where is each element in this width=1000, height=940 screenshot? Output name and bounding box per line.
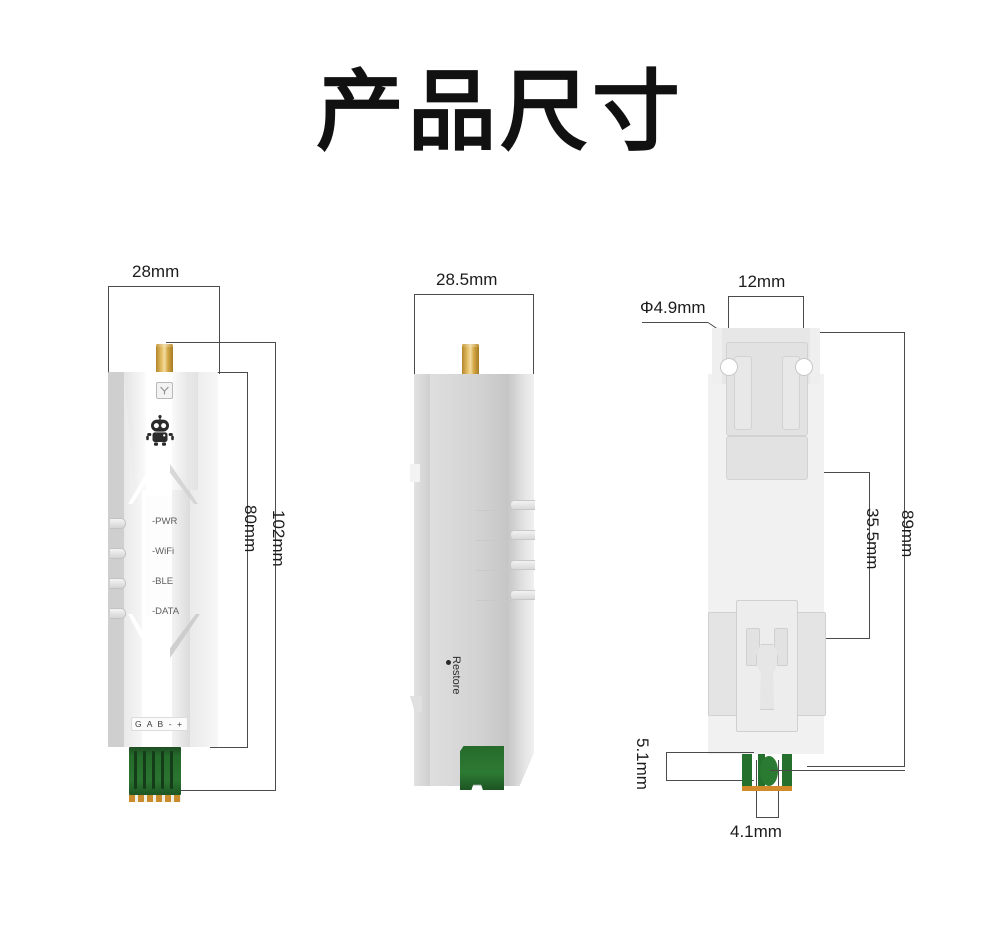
led-label-ble: -BLE — [152, 576, 174, 587]
dim-80mm-label: 80mm — [241, 505, 260, 553]
din-rail-notch-bottom — [410, 696, 422, 712]
led-fin-line — [476, 600, 512, 601]
led-label-wifi: -WiFi — [152, 546, 175, 557]
side-view: 28.5mm Restore — [400, 260, 600, 820]
dim-41mm-leader — [770, 770, 905, 771]
device-side-left-rail — [414, 374, 430, 786]
dim-12mm-label: 12mm — [738, 272, 786, 291]
taper-shade-upper-left — [124, 372, 146, 490]
rear-recess-lower — [726, 436, 808, 480]
device-front-body: -PWR -WiFi -BLE -DATA G A B - + — [108, 372, 218, 747]
dim-285mm-line — [414, 294, 534, 295]
dim-102mm-label: 102mm — [269, 510, 288, 567]
dim-12mm-tick-right — [803, 296, 804, 330]
dim-12mm-tick-left — [728, 296, 729, 330]
led-slot-ble — [110, 578, 126, 589]
terminal-block-connector — [460, 746, 504, 790]
dim-89mm-top-ext — [807, 332, 905, 333]
led-slot-wifi — [110, 548, 126, 559]
led-fin — [510, 500, 535, 510]
center-panel — [146, 496, 172, 616]
antenna-connector-icon — [156, 344, 173, 376]
led-slot-pwr — [110, 518, 126, 529]
led-fin-line — [476, 540, 512, 541]
dim-285mm-label: 28.5mm — [436, 270, 498, 289]
led-label-data: -DATA — [152, 606, 180, 617]
dim-89mm-line — [904, 332, 905, 766]
dim-355mm-top-ext — [810, 472, 870, 473]
terminal-slot — [152, 751, 155, 789]
dim-285mm-tick-right — [533, 294, 534, 374]
dim-hole-diameter-underline — [642, 322, 708, 323]
led-fin — [510, 590, 535, 600]
dim-355mm-bottom-ext — [810, 638, 870, 639]
page-title: 产品尺寸 — [315, 60, 684, 163]
led-slot-data — [110, 608, 126, 619]
antenna-icon — [156, 382, 173, 399]
dim-12mm-line — [728, 296, 804, 297]
din-clip-wing-right — [796, 612, 826, 716]
dim-28mm-label: 28mm — [132, 262, 180, 281]
led-fin — [510, 560, 535, 570]
restore-label: Restore — [450, 656, 462, 695]
dim-80mm-top-ext — [210, 372, 248, 373]
terminal-pin-label: G A B - + — [131, 717, 188, 731]
taper-chevron-right-lower — [170, 614, 200, 658]
reset-button-hole-icon[interactable] — [446, 660, 451, 665]
dim-51mm-label: 5.1mm — [633, 738, 652, 790]
dim-41mm-line — [756, 817, 779, 818]
dim-51mm-top — [666, 752, 754, 753]
rear-mount-plate-side-left — [712, 328, 722, 384]
dim-51mm-bottom — [666, 780, 754, 781]
dim-28mm-tick-left — [108, 286, 109, 374]
robot-logo-icon — [145, 414, 175, 451]
dim-80mm-bottom-ext — [210, 747, 248, 748]
rear-recess-slot-right — [782, 356, 800, 430]
rear-view: 12mm Φ4.9mm 89mm 35.5mm — [633, 260, 950, 850]
terminal-slot — [143, 751, 146, 789]
led-label-pwr: -PWR — [152, 516, 178, 527]
dim-89mm-label: 89mm — [898, 510, 917, 558]
rear-recess-slot-left — [734, 356, 752, 430]
dim-80mm-line — [247, 372, 248, 747]
pcb-edge-left — [742, 754, 752, 786]
pcb-edge-oval — [760, 756, 778, 786]
dim-285mm-tick-left — [414, 294, 415, 374]
led-fin-line — [476, 570, 512, 571]
led-fin — [510, 530, 535, 540]
dim-28mm-tick-right — [219, 286, 220, 374]
led-fin-line — [476, 510, 512, 511]
din-clip-wing-left — [708, 612, 738, 716]
terminal-slot — [134, 751, 137, 789]
taper-shade-upper-right — [170, 372, 198, 490]
mounting-hole-icon — [720, 358, 738, 376]
device-side-body — [414, 374, 534, 786]
din-rail-notch-top — [410, 464, 420, 482]
terminal-block-connector — [129, 747, 181, 795]
terminal-gold-pins — [129, 795, 181, 802]
dim-102mm-top-ext — [166, 342, 276, 343]
dim-51mm-line — [666, 752, 667, 780]
dim-41mm-label: 4.1mm — [730, 822, 782, 841]
dim-102mm-line — [275, 342, 276, 790]
front-view: 28mm 102mm 80mm — [100, 260, 330, 820]
taper-chevron-left-lower — [128, 614, 152, 658]
terminal-slot — [170, 751, 173, 789]
antenna-connector-icon — [462, 344, 479, 376]
pcb-gold-strip — [742, 786, 792, 791]
dim-28mm-line — [108, 286, 220, 287]
dim-102mm-bottom-ext — [166, 790, 276, 791]
mounting-hole-icon — [795, 358, 813, 376]
rear-mount-plate-side-right — [810, 328, 820, 384]
dim-355mm-label: 35.5mm — [863, 508, 882, 570]
dim-hole-diameter-label: Φ4.9mm — [640, 298, 706, 317]
terminal-slot — [161, 751, 164, 789]
dim-355mm-line — [869, 472, 870, 638]
dim-89mm-bottom-ext — [807, 766, 905, 767]
